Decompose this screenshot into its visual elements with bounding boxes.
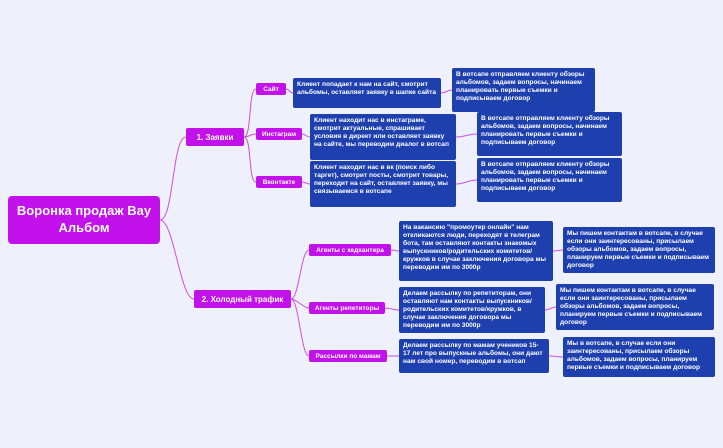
followup-card[interactable]: В вотсапе отправляем клиенту обзоры альб… (477, 158, 622, 202)
action-card[interactable]: Делаем рассылку по репетиторам, они оста… (399, 287, 545, 333)
action-card[interactable]: Клиент попадает к нам на сайт, смотрит а… (293, 78, 441, 108)
branch-node-holodny-trafik[interactable]: 2. Холодный трафик (194, 290, 291, 308)
action-card[interactable]: Делаем рассылку по мамам учеников 15-17 … (399, 339, 549, 373)
source-node[interactable]: Рассылки по мамам (309, 350, 387, 362)
followup-card[interactable]: Мы в вотсапе, в случае если они заинтере… (563, 337, 715, 377)
action-card[interactable]: На вакансию "промоутер онлайн" нам откли… (399, 221, 553, 281)
followup-card[interactable]: В вотсапе отправляем клиенту обзоры альб… (452, 68, 595, 112)
source-node[interactable]: Вконтакте (256, 176, 302, 188)
followup-card[interactable]: Мы пишем контактам в вотсапе, в случае е… (556, 284, 714, 330)
action-card[interactable]: Клиент находит нас в инстаграме, смотрит… (310, 114, 456, 160)
action-card[interactable]: Клиент находит нас в вк (поиск либо тарг… (310, 161, 456, 207)
source-node[interactable]: Сайт (256, 83, 286, 95)
source-node[interactable]: Агенты репетиторы (309, 302, 385, 314)
followup-card[interactable]: Мы пишем контактам в вотсапе, в случае е… (563, 227, 715, 273)
root-node[interactable]: Воронка продаж Вау Альбом (8, 196, 160, 244)
branch-node-zayavki[interactable]: 1. Заявки (186, 128, 244, 146)
source-node[interactable]: Агенты с хедхантера (309, 244, 391, 256)
source-node[interactable]: Инстаграм (256, 128, 302, 140)
followup-card[interactable]: В вотсапе отправляем клиенту обзоры альб… (477, 112, 622, 156)
